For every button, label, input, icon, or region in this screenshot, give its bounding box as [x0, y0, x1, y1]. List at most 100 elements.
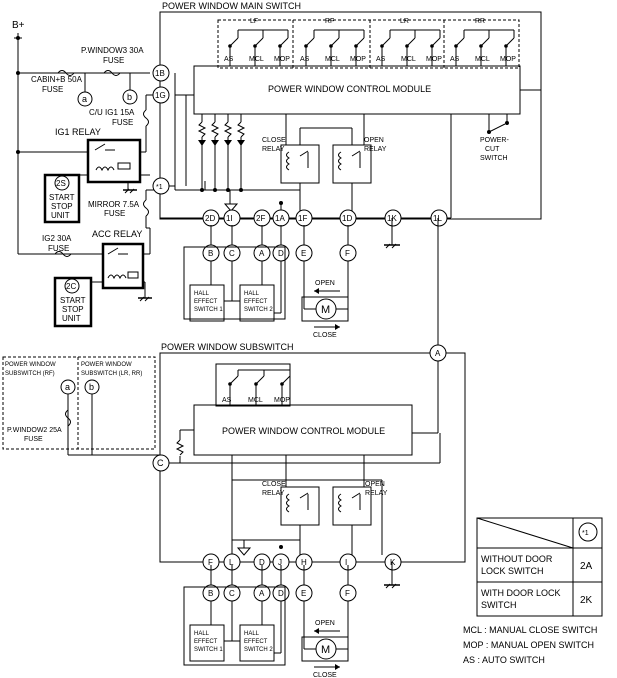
connector-1d-label: 1D: [342, 214, 352, 223]
connector-a-main: [77, 91, 93, 107]
sub-connector-sc2-label: C: [229, 589, 235, 598]
power-cut-label-1: POWER-: [480, 137, 509, 144]
start-stop-unit-1-line2: STOP: [51, 202, 73, 211]
table-row2-label: WITH DOOR LOCK: [481, 588, 561, 598]
power-cut-label-3: SWITCH: [480, 155, 508, 162]
sub-connector-f-label: F: [208, 558, 213, 567]
sub-connector-sa2-label: A: [259, 589, 265, 598]
sub-hall2-text-1: EFFECT: [244, 639, 268, 645]
power-cut-label-2: CUT: [485, 146, 500, 153]
connector-2s-label: 2S: [56, 179, 66, 188]
legend-mop: MOP : MANUAL OPEN SWITCH: [463, 640, 594, 650]
main-hall1-text-0: HALL: [194, 291, 210, 297]
sub-rf-label: POWER WINDOW: [5, 362, 56, 368]
main-close-label: CLOSE: [313, 332, 337, 339]
table-row1-label: WITHOUT DOOR: [481, 554, 553, 564]
sub-rf-lrrr-frame: [2, 356, 156, 450]
fuse-pwindow3-label-2: FUSE: [103, 56, 124, 65]
main-switch-0-2: [279, 37, 289, 47]
main-switch-2-0: [381, 37, 391, 47]
main-close-arrowhead: [335, 324, 340, 330]
connector-1f-label: 1F: [298, 214, 307, 223]
main-hall2-text-0: HALL: [244, 291, 260, 297]
main-switch-1-1: [330, 37, 340, 47]
main-switch-label-1-2: MOP: [350, 56, 366, 63]
sub-hall1-text-0: HALL: [194, 631, 210, 637]
connector-star1: [152, 177, 170, 195]
b-plus-label: B+: [12, 20, 25, 31]
connector-1l: [430, 209, 448, 227]
fuse-mirror: [143, 199, 149, 217]
main-connector-mc-label: C: [229, 249, 235, 258]
fuse-pwindow2-label: P.WINDOW2 25A: [7, 427, 62, 434]
main-hall-1: [189, 284, 225, 322]
acc-relay: [101, 242, 145, 290]
sub-lrrr-label: POWER WINDOW: [81, 362, 132, 368]
sub-connector-k: [384, 553, 402, 571]
connector-2f-label: 2F: [256, 214, 265, 223]
main-switch-2-2: [431, 37, 441, 47]
fuse-cuig1-label: C/U IG1 15A: [89, 108, 135, 117]
connector-table: [476, 517, 603, 617]
sub-open-relay-label: OPEN: [365, 481, 385, 488]
sub-close-relay: [280, 486, 320, 526]
b-plus-terminal: [14, 33, 22, 254]
sub-switch-1: [255, 375, 265, 385]
connector-a-sub-label: A: [435, 349, 441, 358]
sub-close-relay-label: CLOSE: [262, 481, 286, 488]
main-control-module-label: POWER WINDOW CONTROL MODULE: [268, 84, 431, 94]
main-switch-1-0: [305, 37, 315, 47]
sub-open-label: OPEN: [315, 620, 335, 627]
fuse-cuig1-label-2: FUSE: [112, 118, 133, 127]
fuse-cabin: [57, 70, 75, 76]
group-lf: LF: [250, 18, 258, 25]
ground-ig1: [123, 188, 137, 194]
main-motor-icon: [315, 298, 337, 320]
main-switch-label-3-0: AS: [450, 56, 460, 63]
start-stop-unit-1-line1: START: [49, 193, 75, 202]
acc-relay-label: ACC RELAY: [92, 229, 142, 239]
sub-hall2-text-0: HALL: [244, 631, 260, 637]
connector-1g: [152, 86, 170, 104]
group-lr: LR: [400, 18, 409, 25]
sub-connector-d-label: D: [259, 558, 265, 567]
start-stop-unit-1-line3: UNIT: [51, 211, 70, 220]
sub-connector-sd2-label: D: [278, 589, 284, 598]
power-cut-switch: [488, 123, 506, 133]
sub-switch-0: [229, 375, 239, 385]
sub-hall2-text-2: SWITCH 2: [244, 647, 273, 653]
sub-hall1-text-1: EFFECT: [194, 639, 218, 645]
main-switch-label-0-0: AS: [224, 56, 234, 63]
main-connector-mf-label: F: [345, 249, 350, 258]
sub-signal-ground-icon: [236, 547, 252, 556]
sub-connector-i-label: I: [345, 558, 347, 567]
start-stop-unit-2-line1: START: [60, 296, 86, 305]
main-close-relay-label-2: RELAY: [262, 146, 285, 153]
main-close-relay-label: CLOSE: [262, 137, 286, 144]
connector-1g-label: 1G: [155, 91, 166, 100]
main-switch-label-2-2: MOP: [426, 56, 442, 63]
connector-1b-label: 1B: [155, 69, 165, 78]
fuse-ig2-label: IG2 30A: [42, 234, 72, 243]
sub-hall-1: [189, 624, 225, 662]
sub-switch-label-0: AS: [222, 397, 232, 404]
connector-b-sublr-label: b: [89, 382, 94, 392]
main-switch-0-1: [254, 37, 264, 47]
resistor-0: [197, 121, 207, 138]
start-stop-unit-2-line3: UNIT: [62, 314, 81, 323]
main-hall1-text-2: SWITCH 1: [194, 307, 223, 313]
fuse-mirror-label-2: FUSE: [104, 209, 125, 218]
sub-connector-h-label: H: [301, 558, 307, 567]
main-connector-me-label: E: [301, 249, 306, 258]
connector-2s: [54, 175, 70, 191]
fuse-cuig1: [143, 109, 149, 127]
start-stop-unit-2-line2: STOP: [62, 305, 84, 314]
sub-rf-label-2: SUBSWITCH (RF): [5, 371, 55, 377]
sub-switch-2: [281, 375, 291, 385]
sub-switch-title: POWER WINDOW SUBSWITCH: [161, 342, 294, 352]
